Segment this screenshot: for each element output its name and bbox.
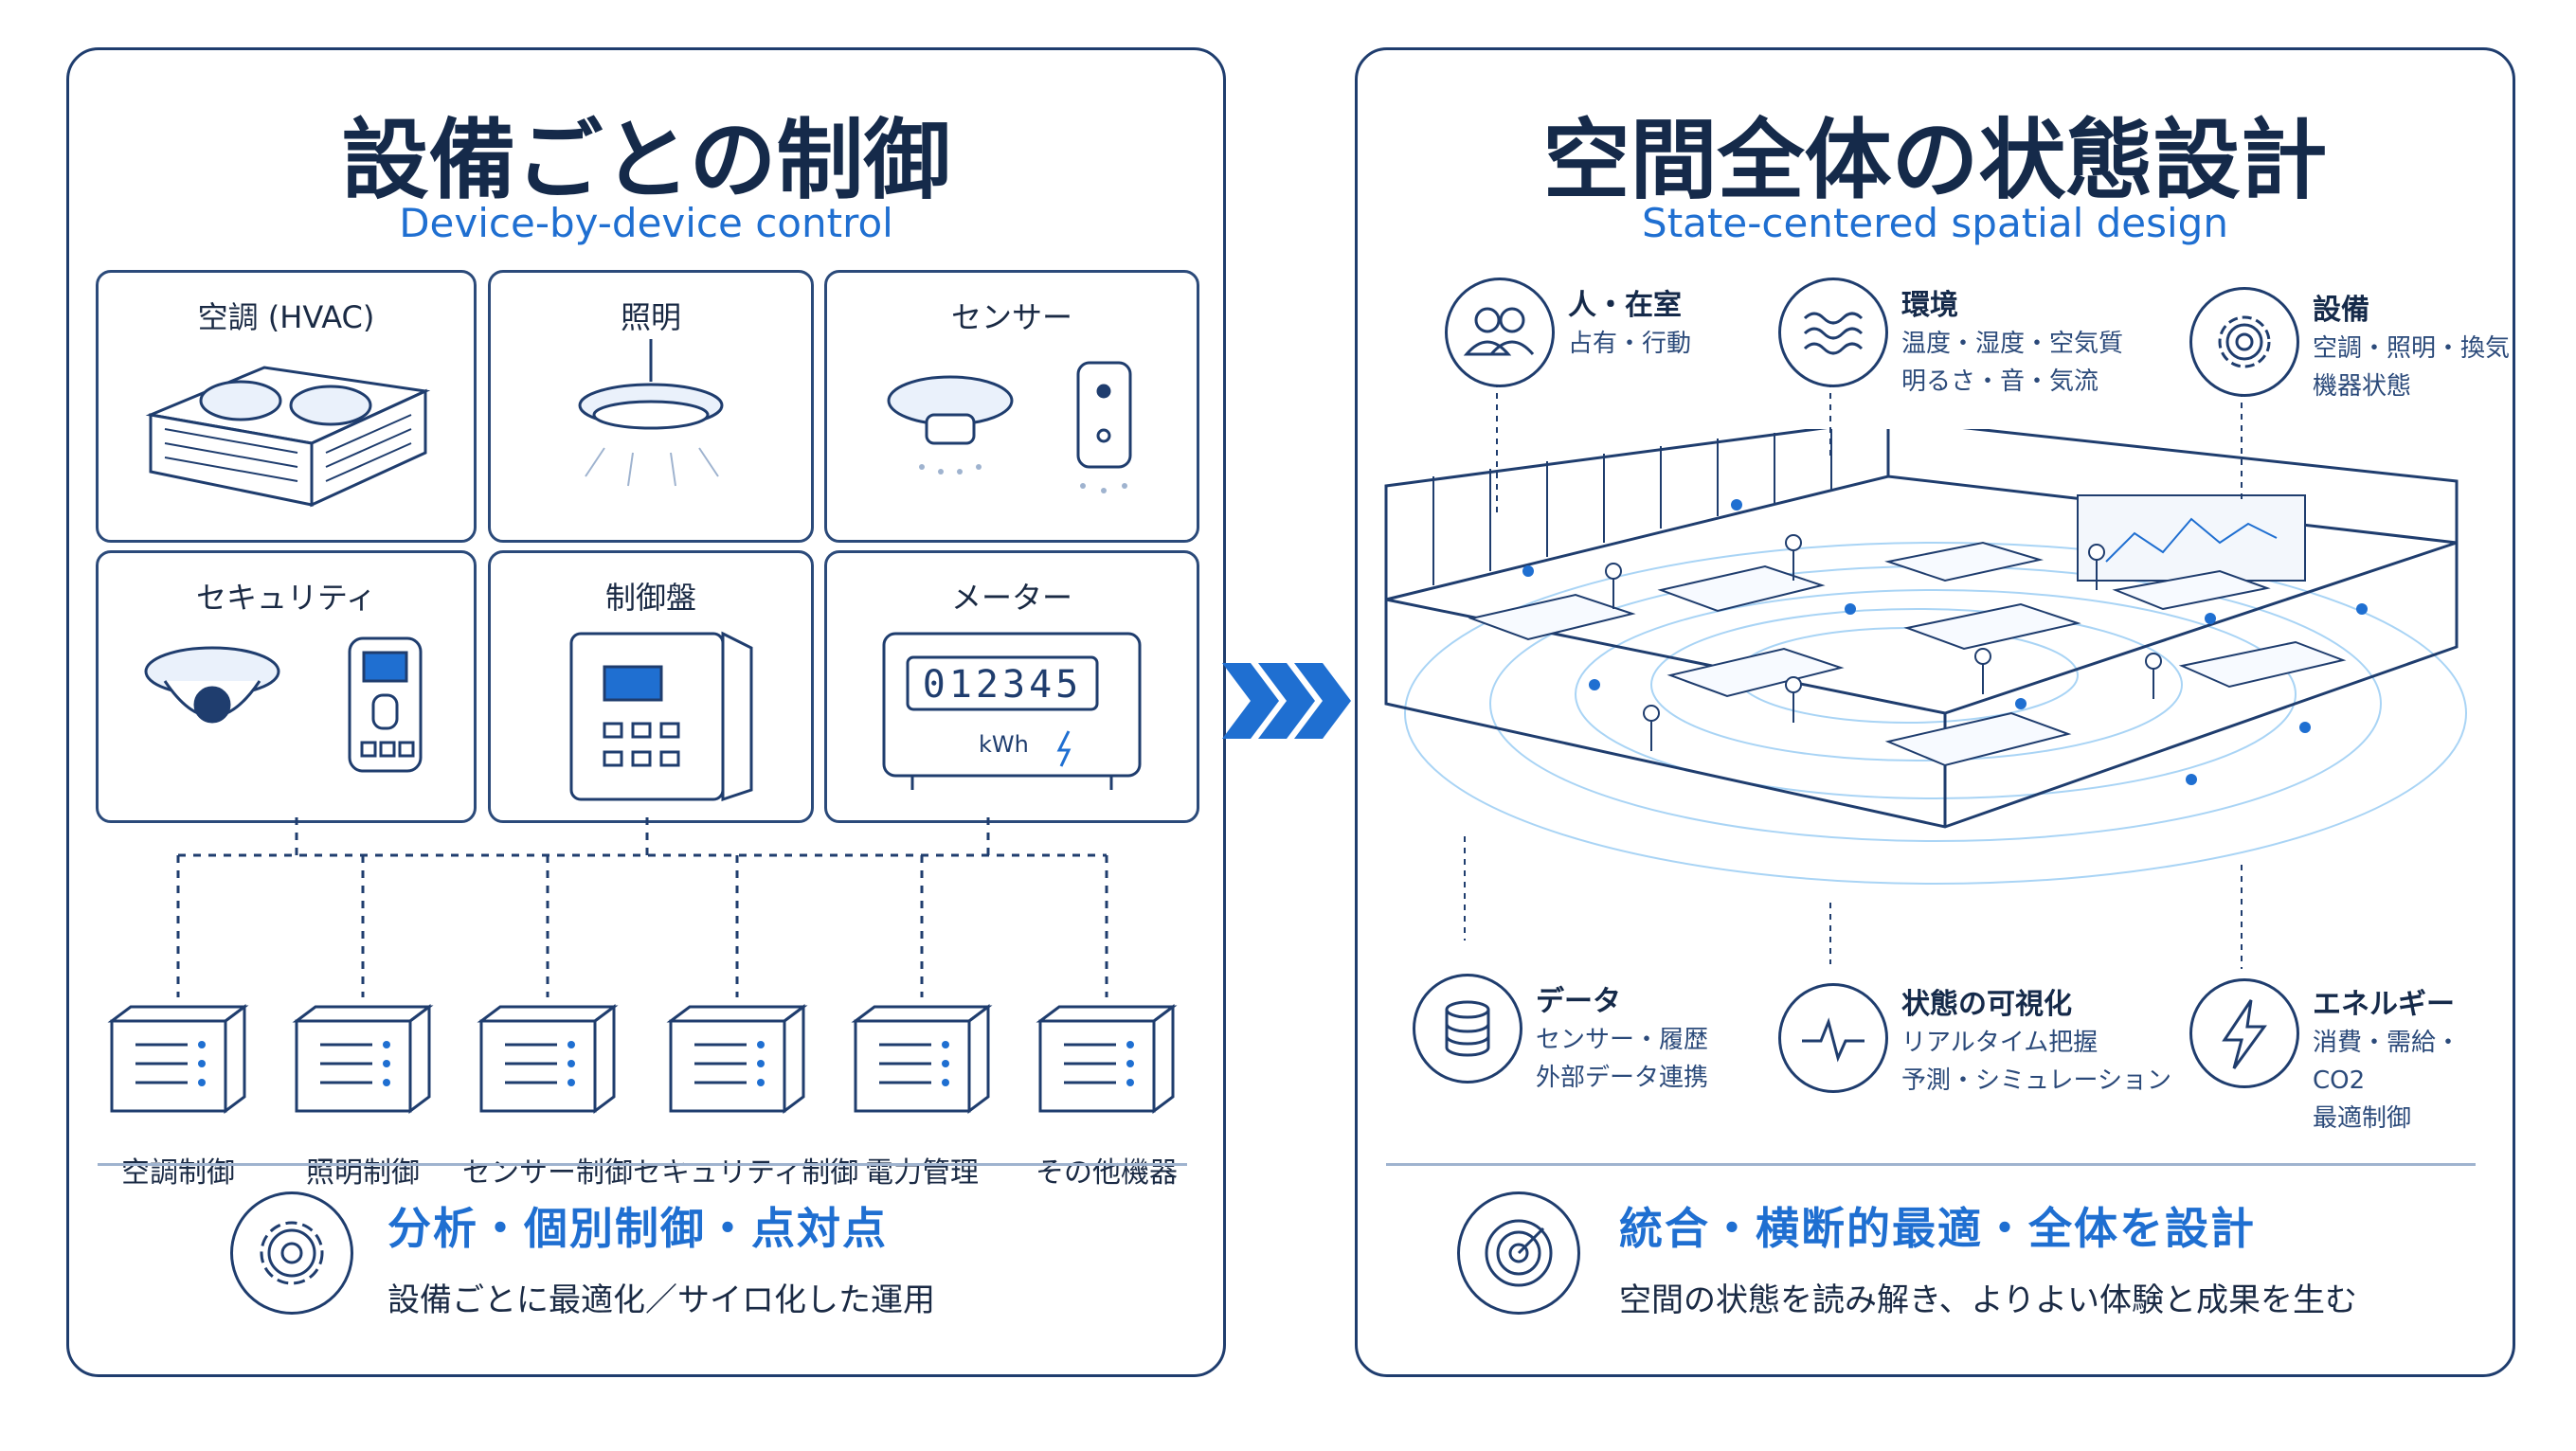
- server-box-icon: [666, 1004, 808, 1114]
- left-footer-desc: 設備ごとに最適化／サイロ化した運用: [387, 1281, 935, 1319]
- module-security-control: セキュリティ制御: [633, 997, 858, 1190]
- lightning-icon: [2189, 978, 2299, 1088]
- module-label: 電力管理: [865, 1156, 979, 1190]
- right-footer-desc: 空間の状態を読み解き、よりよい体験と成果を生む: [1619, 1281, 2357, 1319]
- info-data: データ センサー・履歴 外部データ連携: [1536, 983, 1708, 1097]
- left-panel: 設備ごとの制御 Device-by-device control 空調 (HVA…: [66, 47, 1226, 1377]
- device-label: メーター: [950, 580, 1072, 616]
- device-label: 照明: [620, 299, 681, 335]
- module-label: 空調制御: [121, 1156, 235, 1190]
- info-line: センサー・履歴: [1536, 1026, 1709, 1054]
- right-subtitle: State-centered spatial design: [1642, 200, 2228, 246]
- info-equipment: 設備 空調・照明・換気 機器状態: [2313, 292, 2510, 405]
- left-subtitle: Device-by-device control: [399, 200, 893, 246]
- module-power-management: 電力管理: [846, 997, 998, 1190]
- module-connectors: [176, 817, 1108, 997]
- module-label: センサー制御: [462, 1156, 633, 1190]
- info-line: リアルタイム把握: [1901, 1029, 2099, 1057]
- device-label: センサー: [950, 299, 1072, 335]
- device-card-sensor: センサー: [824, 270, 1199, 543]
- right-panel: 空間全体の状態設計 State-centered spatial design: [1355, 47, 2515, 1377]
- device-card-security: セキュリティ: [96, 550, 477, 823]
- module-label: セキュリティ制御: [633, 1156, 859, 1190]
- server-box-icon: [1036, 1004, 1178, 1114]
- info-line: 予測・シミュレーション: [1901, 1066, 2171, 1095]
- people-icon: [1445, 278, 1555, 387]
- info-energy: エネルギー 消費・需給・CO2 最適制御: [2313, 986, 2513, 1138]
- info-environment: 環境 温度・湿度・空気質 明るさ・音・気流: [1901, 287, 2123, 401]
- gear-icon: [2189, 287, 2299, 397]
- info-line: 占有・行動: [1568, 330, 1692, 358]
- info-title: 環境: [1901, 289, 1958, 322]
- waves-icon: [1778, 278, 1888, 387]
- server-box-icon: [851, 1004, 993, 1114]
- device-card-hvac: 空調 (HVAC): [96, 270, 477, 543]
- module-sensor-control: センサー制御: [462, 997, 633, 1190]
- info-title: 人・在室: [1568, 289, 1682, 322]
- module-other-devices: その他機器: [1031, 997, 1182, 1190]
- info-occupancy: 人・在室 占有・行動: [1568, 287, 1691, 363]
- server-box-icon: [107, 1004, 249, 1114]
- left-footer-title: 分析・個別制御・点対点: [387, 1203, 888, 1254]
- database-icon: [1413, 974, 1522, 1084]
- info-line: 消費・需給・CO2: [2313, 1029, 2461, 1095]
- right-divider: [1386, 1163, 2476, 1166]
- info-line: 機器状態: [2313, 372, 2412, 401]
- info-line: 明るさ・音・気流: [1901, 367, 2099, 396]
- meter-reading: 012345: [923, 663, 1083, 707]
- info-title: エネルギー: [2313, 988, 2455, 1021]
- server-box-icon: [292, 1004, 434, 1114]
- module-hvac-control: 空調制御: [102, 997, 254, 1190]
- device-card-lighting: 照明: [488, 270, 814, 543]
- power-meter-icon: 012345 kWh: [882, 632, 1142, 790]
- hvac-unit-icon: [145, 366, 431, 508]
- gear-icon: [230, 1191, 353, 1315]
- control-panel-icon: [569, 631, 753, 802]
- info-title: データ: [1536, 985, 1621, 1018]
- info-line: 空調・照明・換気: [2313, 334, 2511, 363]
- device-card-control-panel: 制御盤: [488, 550, 814, 823]
- left-title: 設備ごとの制御: [341, 110, 951, 211]
- info-title: 設備: [2313, 294, 2369, 327]
- pulse-icon: [1778, 983, 1888, 1093]
- module-label: 照明制御: [306, 1156, 420, 1190]
- security-camera-icon: [144, 636, 423, 773]
- device-card-meter: メーター 012345 kWh: [824, 550, 1199, 823]
- device-label: 空調 (HVAC): [197, 299, 375, 335]
- bolt-icon: [1056, 730, 1072, 767]
- device-label: 制御盤: [604, 580, 696, 616]
- office-floor-illustration: [1384, 429, 2467, 885]
- ceiling-light-icon: [578, 339, 724, 487]
- meter-unit: kWh: [979, 731, 1029, 758]
- sensor-icon: [887, 361, 1132, 493]
- left-divider: [98, 1163, 1187, 1166]
- right-title: 空間全体の状態設計: [1542, 110, 2328, 211]
- info-line: 外部データ連携: [1536, 1064, 1709, 1092]
- transition-arrow-icon: [1222, 663, 1351, 739]
- info-line: 最適制御: [2313, 1104, 2412, 1133]
- info-connectors: [1464, 382, 2243, 969]
- info-title: 状態の可視化: [1901, 988, 2072, 1021]
- info-line: 温度・湿度・空気質: [1901, 330, 2124, 358]
- target-icon: [1457, 1191, 1580, 1315]
- right-footer-title: 統合・横断的最適・全体を設計: [1619, 1203, 2256, 1254]
- device-label: セキュリティ: [195, 580, 377, 616]
- server-box-icon: [477, 1004, 619, 1114]
- module-label: その他機器: [1036, 1156, 1178, 1190]
- info-visualization: 状態の可視化 リアルタイム把握 予測・シミュレーション: [1901, 986, 2171, 1100]
- module-lighting-control: 照明制御: [287, 997, 439, 1190]
